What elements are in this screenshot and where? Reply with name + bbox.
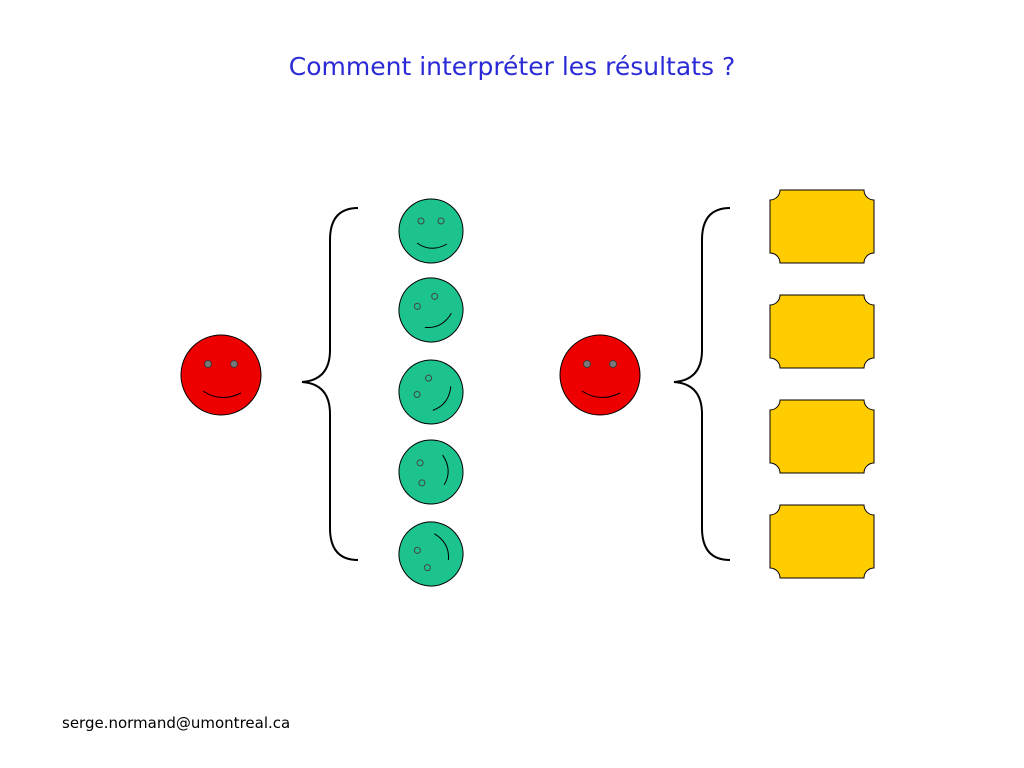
- eye-icon: [425, 374, 433, 382]
- yellow-box-1: [769, 189, 875, 264]
- right-brace: [673, 207, 731, 561]
- mouth-icon: [442, 454, 449, 486]
- eye-icon: [437, 217, 445, 225]
- eye-icon: [413, 302, 421, 310]
- eye-icon: [609, 360, 617, 368]
- eye-icon: [417, 217, 425, 225]
- red-smiley-face-left: [180, 334, 262, 416]
- eye-icon: [204, 360, 212, 368]
- red-smiley-face-right: [559, 334, 641, 416]
- eye-icon: [413, 546, 421, 554]
- green-face-4: [398, 439, 464, 505]
- yellow-box-2: [769, 294, 875, 369]
- eye-icon: [423, 564, 431, 572]
- green-face-3: [398, 359, 464, 425]
- eye-icon: [418, 479, 426, 487]
- yellow-box-4: [769, 504, 875, 579]
- mouth-icon: [581, 390, 621, 398]
- eye-icon: [413, 390, 421, 398]
- mouth-icon: [416, 242, 448, 249]
- green-face-5: [398, 521, 464, 587]
- mouth-icon: [424, 313, 452, 329]
- eye-icon: [230, 360, 238, 368]
- eye-icon: [583, 360, 591, 368]
- yellow-box-3: [769, 399, 875, 474]
- eye-icon: [416, 459, 424, 467]
- green-face-1: [398, 198, 464, 264]
- mouth-icon: [202, 390, 242, 398]
- mouth-icon: [434, 533, 450, 561]
- footer-email: serge.normand@umontreal.ca: [62, 714, 291, 732]
- face-circle: [559, 334, 641, 416]
- face-circle: [180, 334, 262, 416]
- green-face-2: [398, 277, 464, 343]
- left-brace: [301, 207, 359, 561]
- eye-icon: [431, 292, 439, 300]
- slide-title: Comment interpréter les résultats ?: [288, 52, 736, 81]
- mouth-icon: [432, 386, 452, 411]
